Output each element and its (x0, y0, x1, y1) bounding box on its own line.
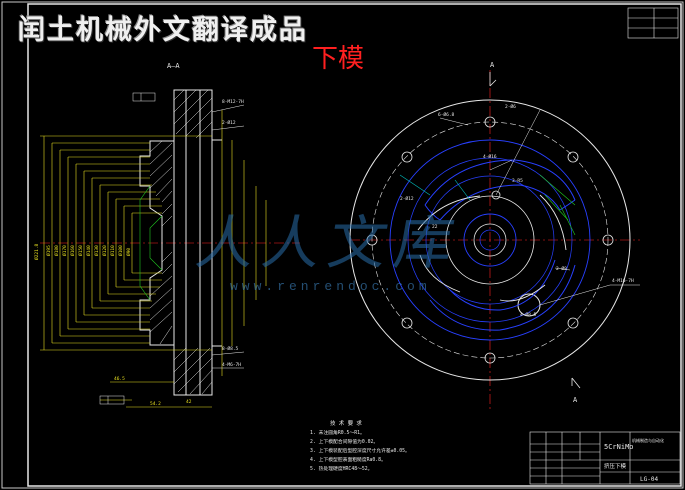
inner-frame (27, 3, 682, 487)
dim-label: Ø150 (77, 245, 84, 256)
dim-label: Ø195 (45, 245, 52, 256)
dim-label: Ø130 (93, 245, 100, 256)
tech-item: 4. 上下模型腔表面粗糙度Ra0.8。 (310, 456, 386, 463)
tech-requirements: 技 术 要 求 1. 未注圆角R0.5～R1。 2. 上下模配合间隙值为0.02… (310, 419, 410, 472)
dim-label: Ø180 (53, 245, 60, 256)
callout-text: 4-M6-7H (222, 362, 241, 368)
title-block-texts: 5CrNiMo 机械制造与自动化 挤压下模 LG-04 (604, 437, 664, 483)
dim-label: Ø110 (109, 245, 116, 256)
tech-item: 2. 上下模配合间隙值为0.02。 (310, 438, 378, 445)
tech-item: 1. 未注圆角R0.5～R1。 (310, 429, 365, 436)
plan-texts: A A 6-Ø6.8 2-Ø6 4-Ø16 3-R5 2-Ø8 4-M16-7H… (400, 61, 634, 404)
dim-label: Ø221.8 (33, 243, 40, 260)
section-callouts: 8-M12-7H 2-Ø12 8-Ø8.5 4-M6-7H (211, 99, 245, 369)
watermark-url: www.renrendoc.com (230, 279, 431, 294)
diameter-dimensions (40, 110, 267, 408)
dim-label: Ø120 (101, 245, 108, 256)
callout-text: 2-Ø12 (222, 119, 236, 126)
callout-text: 8-M12-7H (222, 99, 244, 105)
gd-t-frames (99, 92, 156, 405)
callout-text: 2-Ø6 (505, 103, 516, 110)
part-name-text: 挤压下模 (604, 462, 627, 470)
plan-view (349, 70, 640, 410)
dim-label: 54.2 (150, 401, 161, 407)
dim-label: Ø170 (61, 245, 68, 256)
cut-marker: A (573, 396, 578, 404)
callout-text: 4-M16-7H (612, 278, 634, 284)
material-text: 5CrNiMo (604, 443, 634, 451)
callout-text: 6-Ø6.8 (438, 111, 455, 118)
dim-label: Ø160 (69, 245, 76, 256)
callout-text: 8-Ø8.5 (222, 345, 239, 352)
cut-marker: A (490, 61, 495, 69)
title-block (529, 431, 681, 485)
tech-heading: 技 术 要 求 (330, 419, 362, 427)
top-right-table (627, 7, 679, 39)
overlay-title: 闰土机械外文翻译成品 (18, 15, 308, 46)
dim-label: 42 (186, 399, 192, 405)
tech-item: 3. 上下模装配后型腔深度尺寸允许差±0.05。 (310, 447, 410, 454)
section-cavity-lines (139, 185, 163, 301)
callout-text: 3-R5 (512, 178, 523, 184)
drawing-no-text: LG-04 (640, 476, 658, 483)
callout-text: 4-Ø16 (483, 153, 497, 160)
school-text: 机械制造与自动化 (632, 437, 664, 443)
section-hatching (149, 89, 213, 395)
section-part-outline (139, 89, 222, 396)
callout-text: 2-Ø8 (556, 265, 567, 272)
section-label: A—A (167, 62, 180, 70)
overlay-subtitle: 下模 (312, 44, 365, 74)
dim-label: Ø100 (117, 245, 124, 256)
watermark-text: 人人文库 (191, 209, 468, 277)
callout-text: 2-Ø12 (400, 195, 414, 202)
dim-label: Ø90 (125, 248, 132, 256)
callout-text: 22 (432, 224, 438, 230)
dim-label: Ø140 (85, 245, 92, 256)
section-dimension-texts: Ø221.8 Ø195 Ø180 Ø170 Ø160 Ø150 Ø140 Ø13… (33, 243, 192, 407)
dim-label: 46.5 (114, 376, 125, 382)
tech-item: 5. 热处理硬度HRC48～52。 (310, 465, 372, 472)
callout-text: 4-Ø8.5 (520, 311, 537, 318)
